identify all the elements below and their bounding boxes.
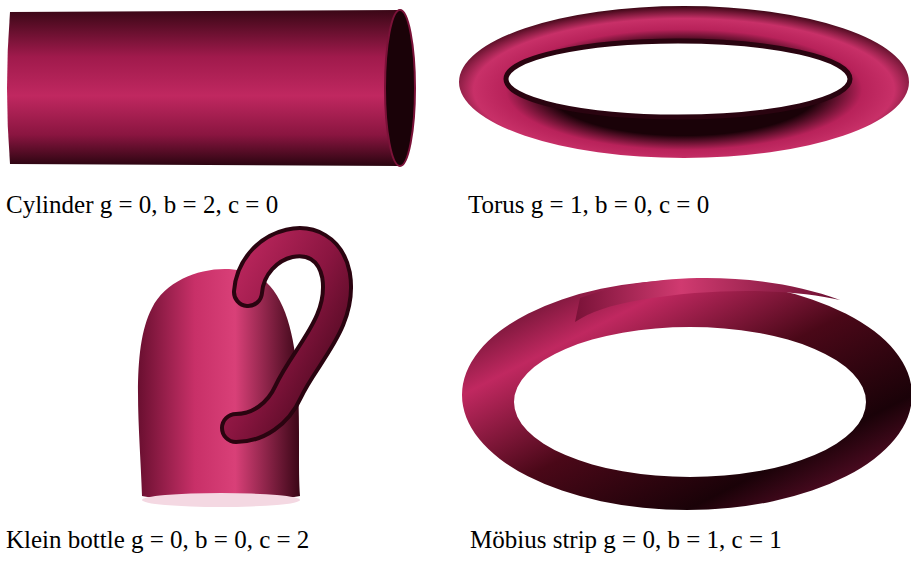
torus-body bbox=[459, 6, 909, 158]
klein-handle bbox=[236, 242, 337, 428]
klein-bottle-figure bbox=[138, 242, 337, 507]
figure-caption: Möbius strip g = 0, b = 1, c = 1 bbox=[470, 525, 782, 555]
mobius-figure bbox=[462, 278, 911, 510]
cylinder-opening bbox=[385, 10, 415, 166]
figure-caption: Torus g = 1, b = 0, c = 0 bbox=[468, 190, 709, 220]
torus-figure bbox=[459, 6, 909, 158]
klein-handle-shadow bbox=[236, 242, 337, 428]
mobius-band bbox=[462, 280, 911, 510]
klein-base bbox=[142, 493, 300, 507]
figure-caption: Cylinder g = 0, b = 2, c = 0 bbox=[6, 190, 278, 220]
mobius-twist bbox=[575, 278, 840, 322]
torus-hole-edge bbox=[506, 41, 850, 117]
cylinder-figure bbox=[7, 10, 415, 166]
figure-caption: Klein bottle g = 0, b = 0, c = 2 bbox=[6, 525, 309, 555]
cylinder-body bbox=[7, 10, 400, 166]
cylinder-rim bbox=[385, 10, 415, 166]
